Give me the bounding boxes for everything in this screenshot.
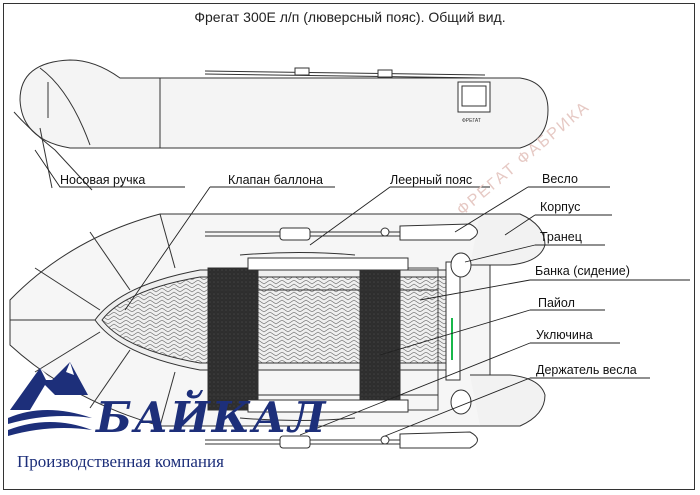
leader-oar-holder — [384, 377, 650, 437]
leader-oar — [454, 186, 610, 233]
drawing-frame — [3, 3, 695, 490]
leader-transom — [464, 244, 605, 263]
top-view — [9, 213, 546, 449]
label-rope-belt: Леерный пояс — [390, 173, 473, 187]
leader-hull — [504, 214, 612, 236]
baikal-logo-mark — [8, 362, 92, 436]
side-view: ФРЕГАТ — [13, 59, 549, 191]
label-floor: Пайол — [538, 296, 575, 310]
page-title: Фрегат 300Е л/п (люверсный пояс). Общий … — [194, 9, 506, 25]
leader-lines — [34, 149, 690, 437]
leader-seat — [419, 279, 690, 301]
label-oarlock: Уключина — [536, 328, 593, 342]
leader-oarlock — [299, 342, 620, 436]
leader-nose-handle — [34, 149, 185, 188]
label-transom: Транец — [540, 230, 582, 244]
svg-text:ФРЕГАТ: ФРЕГАТ — [462, 118, 481, 124]
leader-valve — [124, 186, 335, 311]
label-oar: Весло — [542, 172, 578, 186]
leader-floor — [379, 309, 605, 356]
company-name: Производственная компания — [17, 452, 224, 471]
label-oar-holder: Держатель весла — [536, 363, 637, 377]
leader-rope — [309, 186, 490, 246]
label-seat: Банка (сидение) — [535, 264, 630, 278]
label-hull: Корпус — [540, 200, 581, 214]
label-valve: Клапан баллона — [228, 173, 323, 187]
brand-logo: БАЙКАЛ — [96, 393, 328, 442]
label-nose-handle: Носовая ручка — [60, 173, 146, 187]
